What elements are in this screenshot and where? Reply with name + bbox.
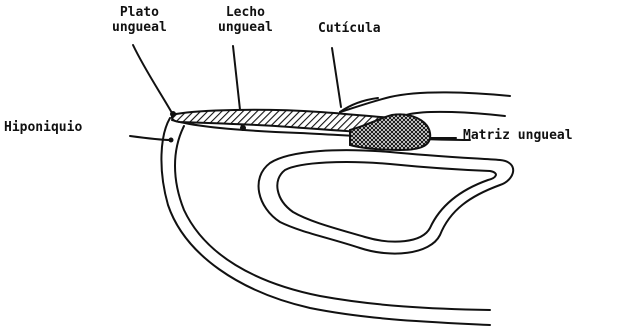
label-plato-line2: ungueal — [112, 20, 167, 35]
label-plato-line1: Plato — [112, 5, 167, 20]
leader-cuticula — [332, 48, 341, 107]
label-lecho-line2: ungueal — [218, 20, 273, 35]
label-hiponiquio: Hiponiquio — [4, 120, 82, 135]
bone-inner — [277, 162, 496, 242]
label-lecho-ungueal: Lecho ungueal — [218, 5, 273, 35]
label-cuticula: Cutícula — [318, 21, 381, 36]
fingertip-inner — [175, 126, 490, 310]
label-plato-ungueal: Plato ungueal — [112, 5, 167, 35]
dorsal-skin-outer — [340, 92, 510, 112]
leader-plato — [133, 45, 172, 113]
dot-hiponiquio — [169, 138, 174, 143]
dot-lecho — [240, 125, 246, 131]
dot-plato — [170, 111, 176, 117]
label-lecho-line1: Lecho — [218, 5, 273, 20]
label-matriz-ungueal: Matriz ungueal — [463, 128, 573, 143]
fingertip-outer — [161, 118, 490, 325]
